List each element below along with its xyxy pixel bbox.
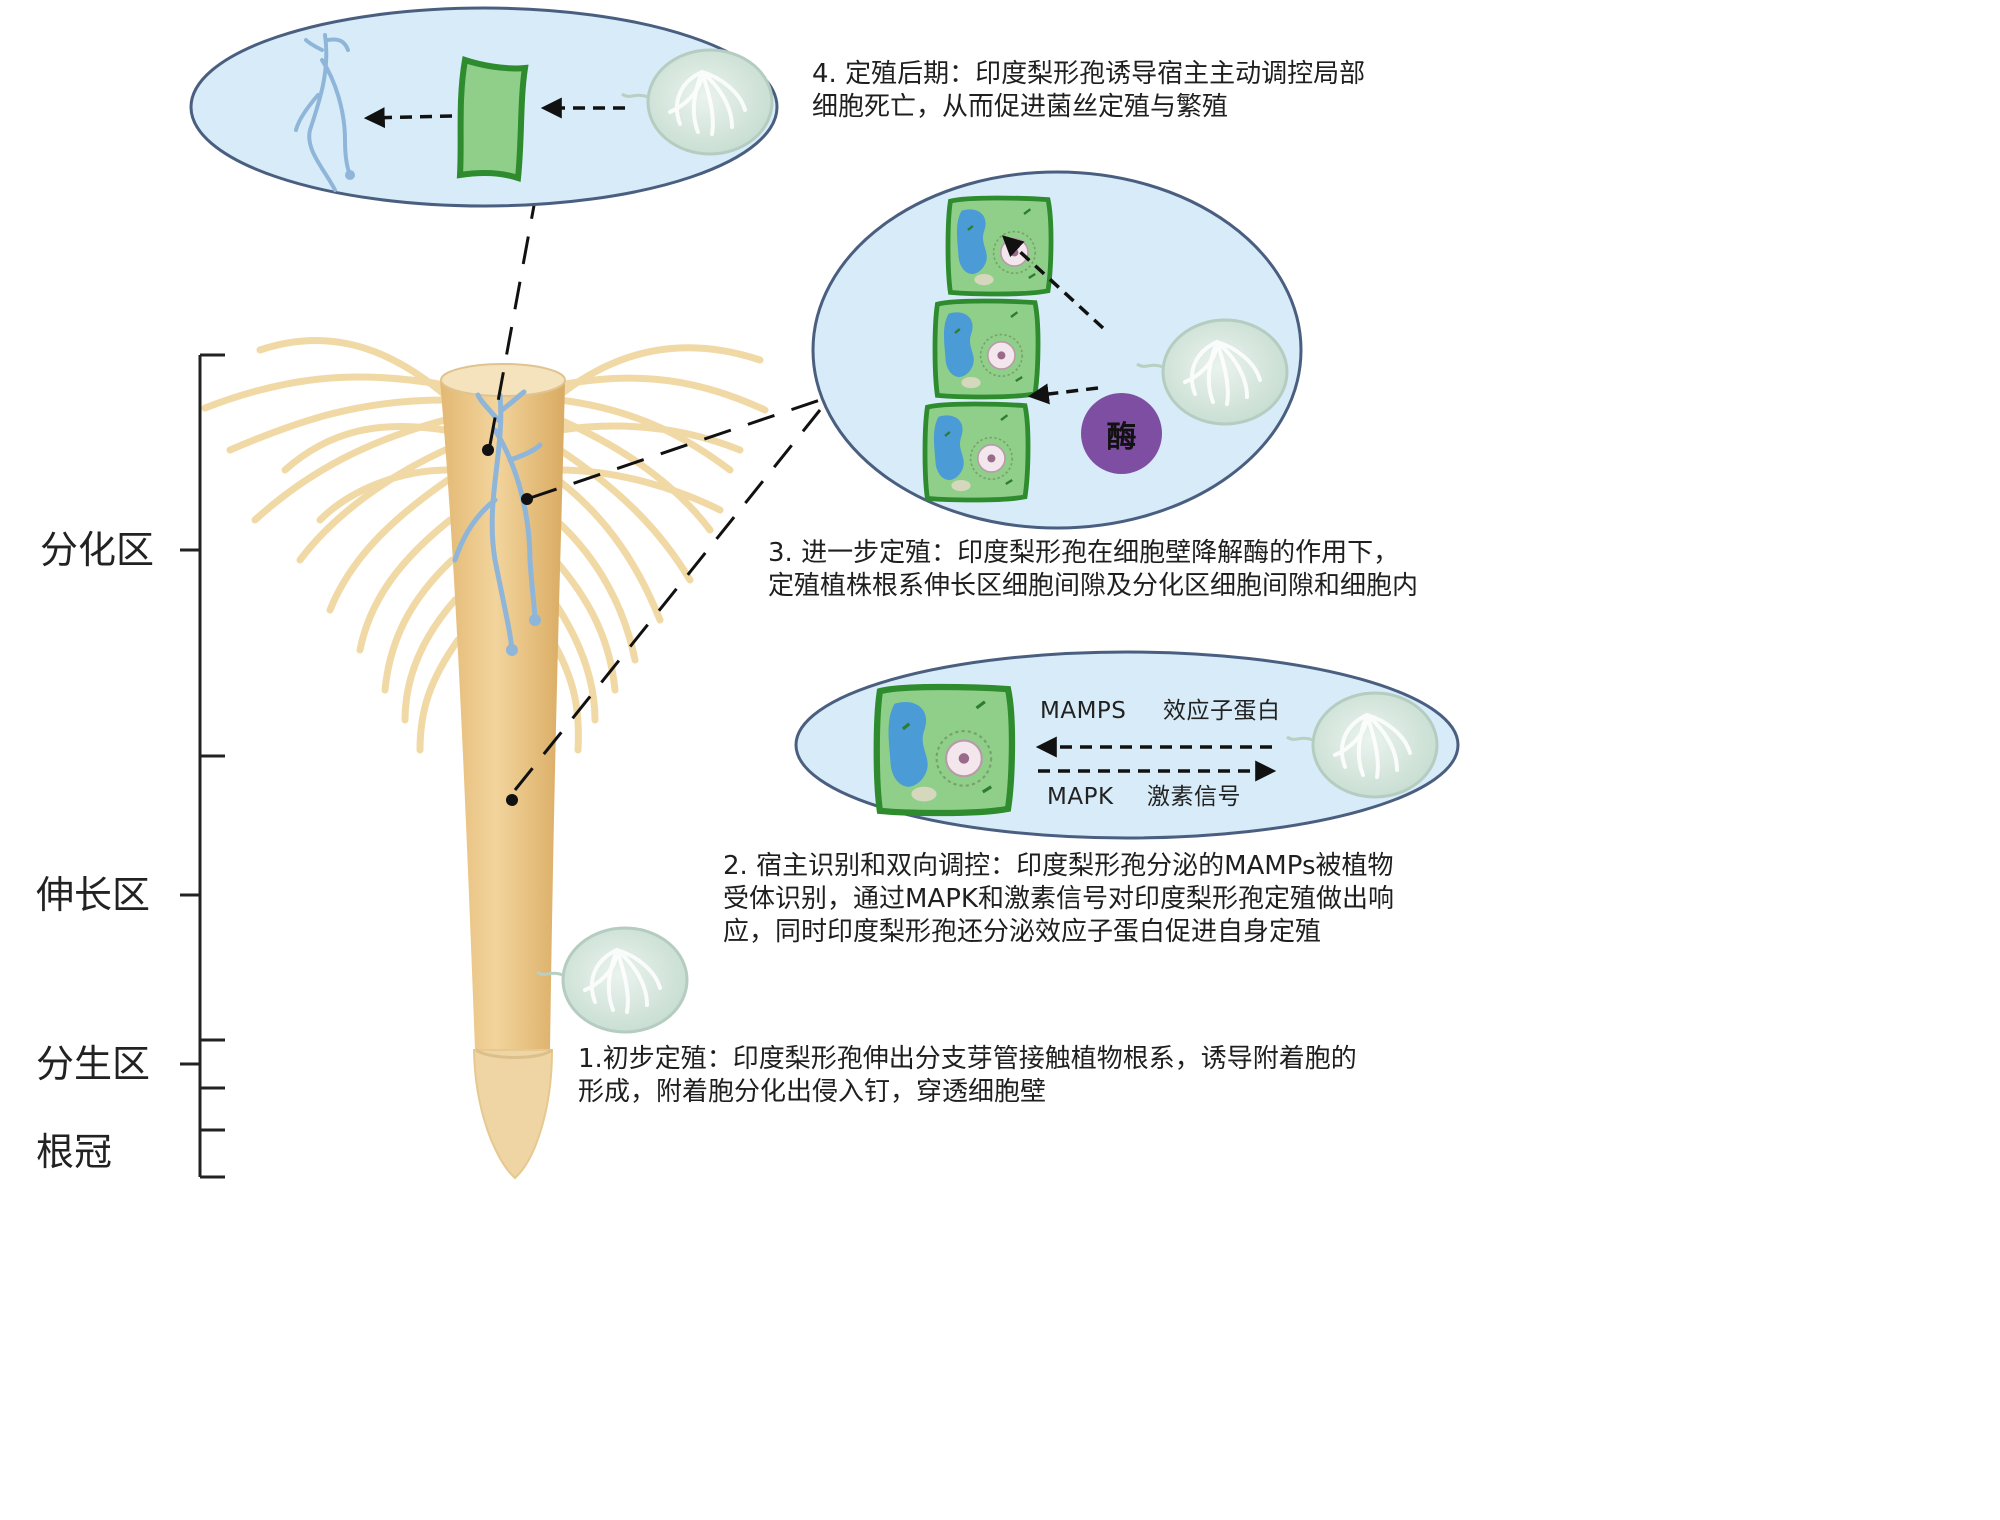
caption-step1-line2: 形成，附着胞分化出侵入钉，穿透细胞壁 — [578, 1077, 1047, 1107]
oval-stage4 — [189, 6, 779, 208]
zone-label-root-cap: 根冠 — [36, 1130, 113, 1174]
signal-effector: 效应子蛋白 — [1163, 698, 1281, 724]
zone-label-meristem: 分生区 — [36, 1042, 151, 1086]
caption-step4: 4. 定殖后期：印度梨形孢诱导宿主主动调控局部 细胞死亡，从而促进菌丝定殖与繁殖 — [812, 58, 1365, 124]
caption-step4-line2: 细胞死亡，从而促进菌丝定殖与繁殖 — [812, 92, 1229, 122]
caption-step4-line1: 4. 定殖后期：印度梨形孢诱导宿主主动调控局部 — [812, 59, 1366, 89]
oval-stage2 — [794, 650, 1460, 840]
enzyme-label: 酶 — [1106, 419, 1137, 455]
dead-cell-icon — [456, 56, 529, 183]
caption-step3: 3. 进一步定殖：印度梨形孢在细胞壁降解酶的作用下， 定殖植株根系伸长区细胞间隙… — [768, 537, 1418, 603]
plant-cell-icon — [877, 687, 1012, 813]
plant-cell-icon — [935, 301, 1038, 397]
caption-step2: 2. 宿主识别和双向调控：印度梨形孢分泌的MAMPs被植物 受体识别，通过MAP… — [723, 850, 1394, 949]
root — [201, 337, 769, 1180]
caption-step3-line1: 3. 进一步定殖：印度梨形孢在细胞壁降解酶的作用下， — [768, 538, 1400, 568]
plant-cell-icon — [925, 404, 1028, 500]
caption-step3-line2: 定殖植株根系伸长区细胞间隙及分化区细胞间隙和细胞内 — [768, 571, 1419, 601]
zone-label-elongation: 伸长区 — [36, 873, 151, 917]
caption-step1-line1: 1.初步定殖：印度梨形孢伸出分支芽管接触植物根系，诱导附着胞的 — [578, 1044, 1357, 1074]
diagram-canvas — [180, 6, 1460, 1180]
oval-stage3 — [811, 170, 1303, 530]
caption-step1: 1.初步定殖：印度梨形孢伸出分支芽管接触植物根系，诱导附着胞的 形成，附着胞分化… — [578, 1043, 1357, 1109]
signal-mapk: MAPK — [1047, 784, 1114, 810]
caption-step2-line1: 2. 宿主识别和双向调控：印度梨形孢分泌的MAMPs被植物 — [723, 851, 1394, 881]
caption-step2-line3: 应，同时印度梨形孢还分泌效应子蛋白促进自身定殖 — [723, 917, 1322, 947]
hyphae-icon — [452, 389, 543, 653]
root-colonization-diagram: 分化区 伸长区 分生区 根冠 酶 MAMPS 效应子蛋白 MAPK 激素信号 4… — [36, 6, 1460, 1180]
root-hairs — [201, 337, 769, 754]
signal-hormone: 激素信号 — [1147, 784, 1241, 810]
spore-icon — [535, 926, 689, 1034]
plant-cell-icon — [948, 198, 1051, 294]
caption-step2-line2: 受体识别，通过MAPK和激素信号对印度梨形孢定殖做出响 — [723, 884, 1394, 914]
signal-mamps: MAMPS — [1040, 698, 1127, 724]
hyphae-icon — [294, 33, 352, 192]
enzyme-icon: 酶 — [1081, 393, 1162, 474]
zone-bracket — [180, 353, 225, 1179]
zone-label-differentiation: 分化区 — [40, 528, 155, 572]
connector-lines — [488, 199, 822, 791]
